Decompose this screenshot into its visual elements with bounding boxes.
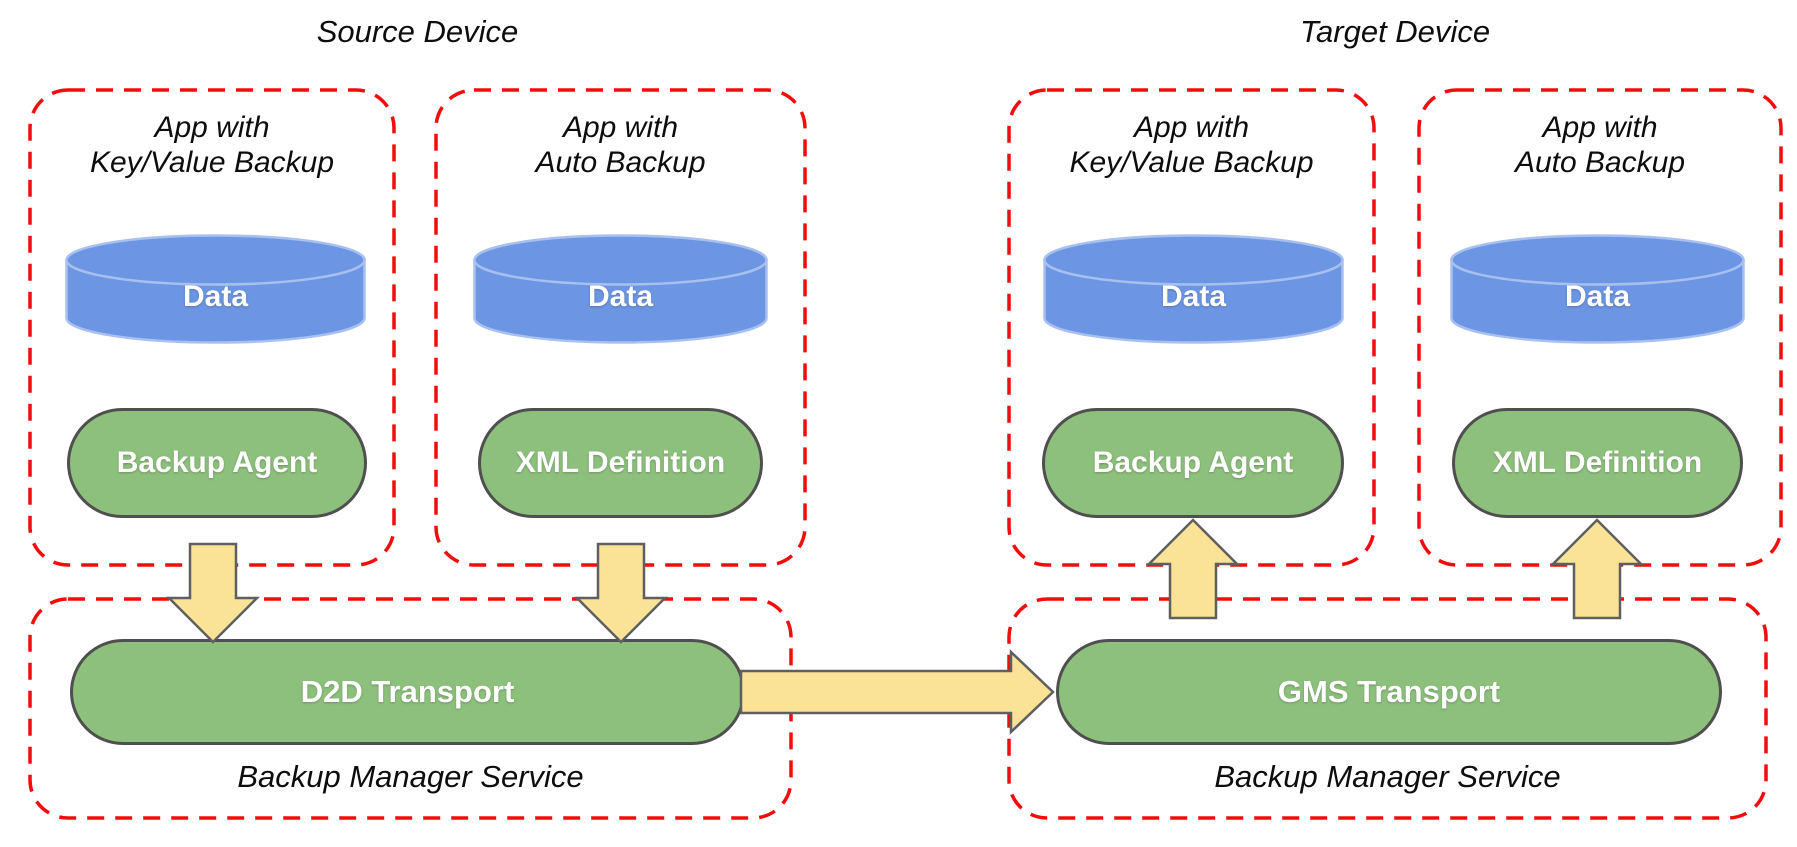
arrow-xml-definition-to-d2d-icon (573, 542, 669, 644)
cylinder-shape-icon (1043, 234, 1344, 344)
app-box-target-auto: App with Auto Backup Data XML Definition (1417, 88, 1783, 567)
app-box-source-auto: App with Auto Backup Data XML Definition (434, 88, 807, 567)
app-title-line1: App with (1542, 111, 1658, 144)
arrow-gms-to-backup-agent-icon (1145, 518, 1241, 620)
app-title-line1: App with (562, 111, 679, 144)
backup-agent-label: Backup Agent (116, 446, 318, 479)
app-title-line1: App with (1133, 111, 1250, 144)
xml-definition-label: XML Definition (515, 446, 726, 479)
data-cylinder: Data (1449, 233, 1746, 345)
backup-manager-service-label: Backup Manager Service (237, 759, 584, 794)
app-box-title: App with Key/Value Backup (28, 110, 396, 180)
source-device-title: Source Device (316, 14, 519, 49)
xml-definition-label: XML Definition (1492, 446, 1703, 479)
xml-definition-pill-source: XML Definition (478, 408, 763, 518)
data-cylinder: Data (64, 233, 367, 345)
data-label: Data (587, 280, 654, 313)
backup-manager-box-source: D2D Transport Backup Manager Service (28, 597, 793, 820)
data-cylinder: Data (1042, 233, 1345, 345)
app-box-title: App with Auto Backup (1417, 110, 1783, 180)
app-title-line2: Key/Value Backup (89, 146, 335, 179)
gms-transport-label: GMS Transport (1277, 674, 1501, 709)
dashed-border-icon (1007, 88, 1376, 567)
target-device-title: Target Device (1299, 14, 1491, 49)
backup-agent-pill-source: Backup Agent (67, 408, 367, 518)
data-cylinder: Data (472, 233, 769, 345)
d2d-transport-pill: D2D Transport (70, 639, 745, 745)
app-box-title: App with Auto Backup (434, 110, 807, 180)
arrow-gms-to-xml-definition-icon (1549, 518, 1645, 620)
backup-manager-box-target: GMS Transport Backup Manager Service (1007, 597, 1768, 820)
dashed-border-icon (1007, 597, 1768, 820)
xml-definition-pill-target: XML Definition (1452, 408, 1743, 518)
backup-manager-service-label: Backup Manager Service (1214, 759, 1561, 794)
dashed-border-icon (28, 88, 396, 567)
app-title-line2: Auto Backup (535, 146, 706, 179)
app-title-line1: App with (154, 111, 270, 144)
d2d-transport-label: D2D Transport (300, 674, 515, 709)
app-box-target-keyvalue: App with Key/Value Backup Data Backup Ag… (1007, 88, 1376, 567)
data-label: Data (1160, 280, 1227, 313)
app-title-line2: Key/Value Backup (1069, 146, 1314, 179)
arrow-backup-agent-to-d2d-icon (165, 542, 261, 644)
arrow-d2d-to-gms-icon (739, 649, 1055, 735)
app-box-source-keyvalue: App with Key/Value Backup Data Backup Ag… (28, 88, 396, 567)
backup-agent-pill-target: Backup Agent (1042, 408, 1344, 518)
data-label: Data (1564, 280, 1631, 313)
gms-transport-pill: GMS Transport (1056, 639, 1722, 745)
app-title-line2: Auto Backup (1514, 146, 1686, 179)
dashed-border-icon (1417, 88, 1783, 567)
data-label: Data (182, 280, 249, 313)
cylinder-shape-icon (473, 234, 768, 344)
cylinder-shape-icon (1450, 234, 1745, 344)
app-box-title: App with Key/Value Backup (1007, 110, 1376, 180)
cylinder-shape-icon (65, 234, 366, 344)
backup-agent-label: Backup Agent (1092, 446, 1294, 479)
